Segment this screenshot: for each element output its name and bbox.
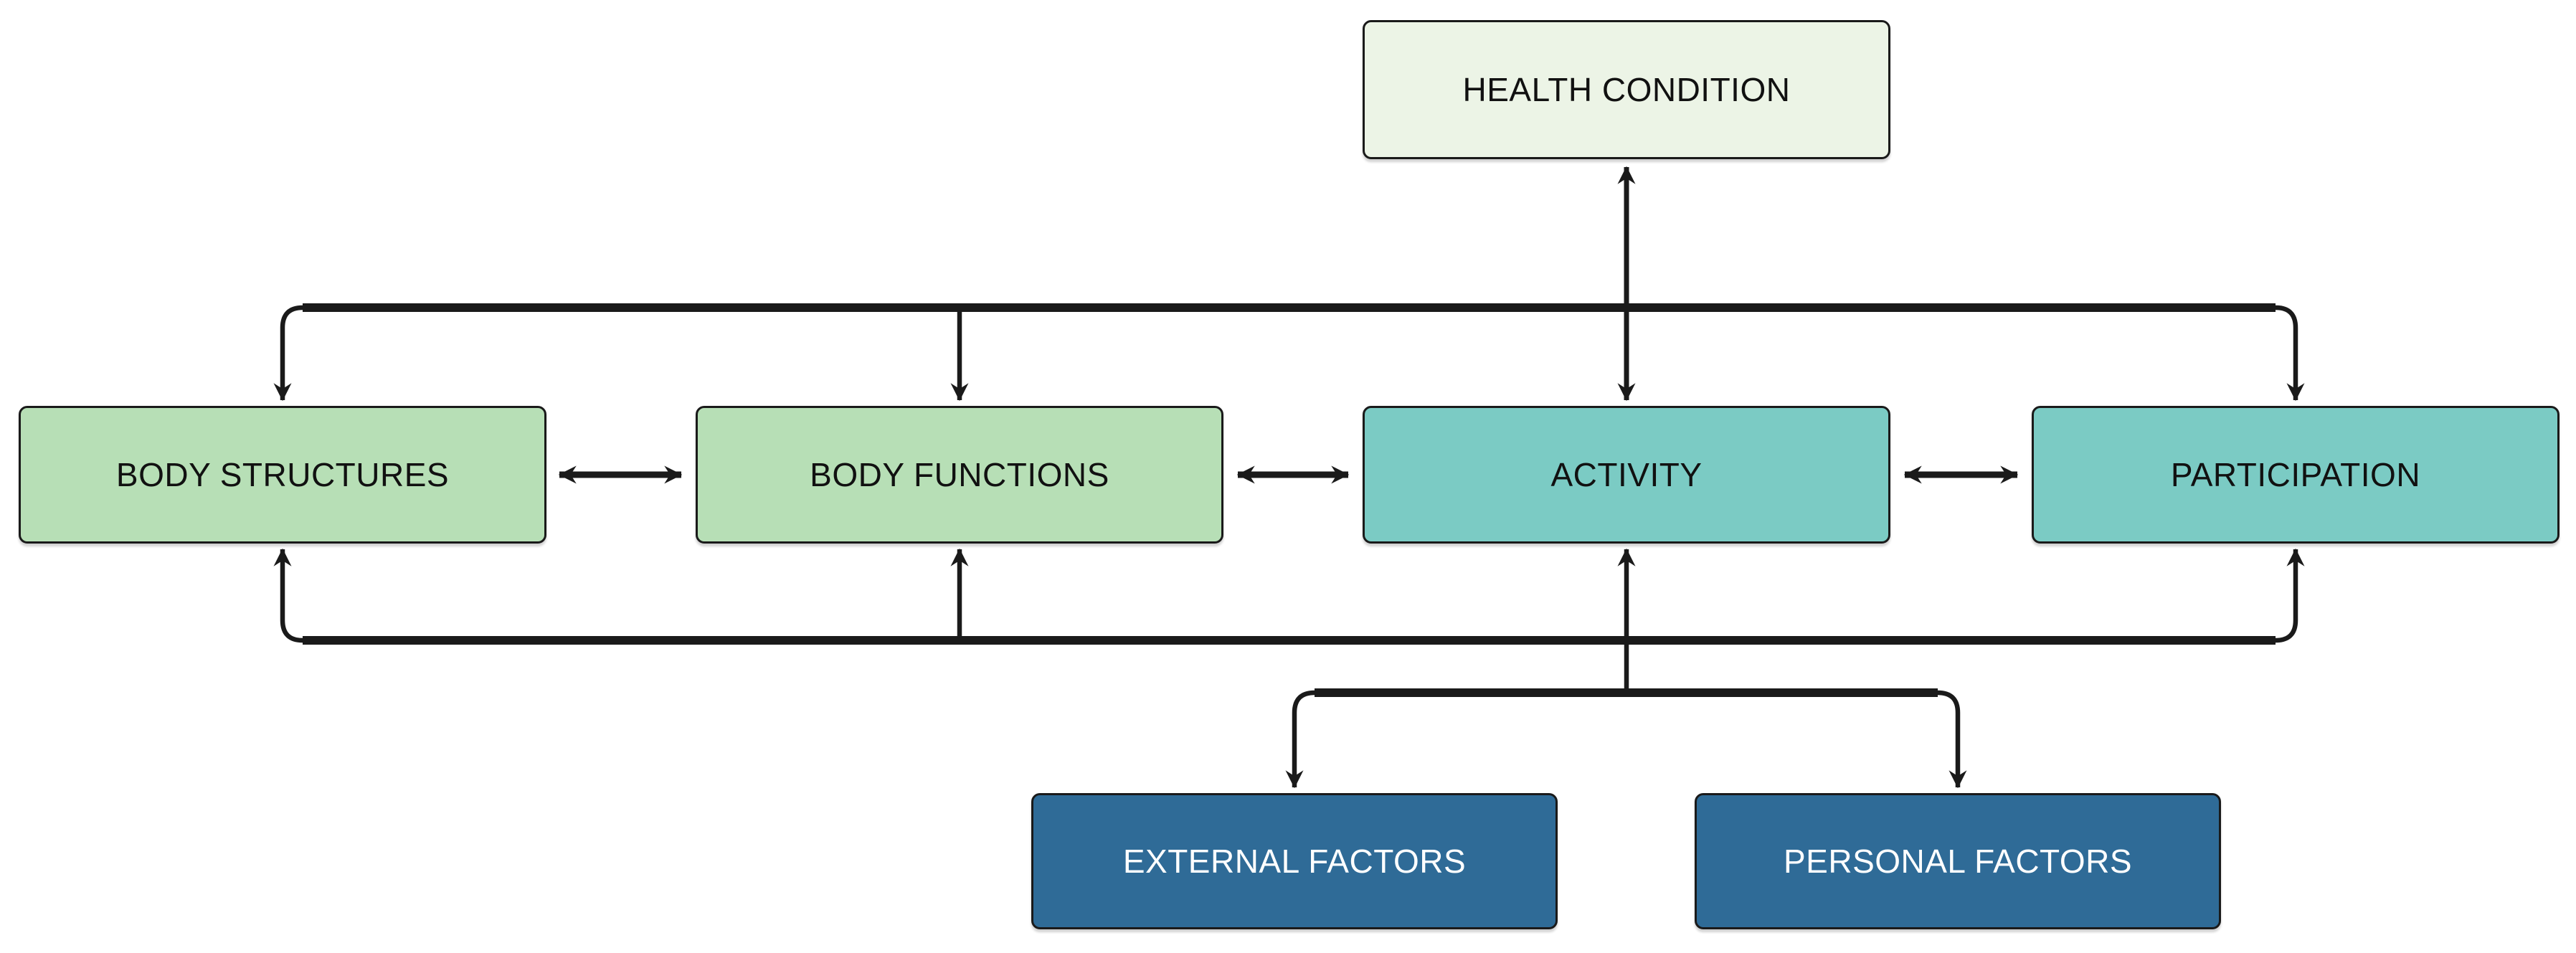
node-body-structures: BODY STRUCTURES bbox=[19, 406, 546, 544]
node-health-condition: HEALTH CONDITION bbox=[1363, 20, 1890, 159]
node-health-condition-label: HEALTH CONDITION bbox=[1462, 71, 1791, 108]
edge-to-personal-factors-arrow bbox=[1937, 690, 1967, 789]
node-activity-label: ACTIVITY bbox=[1550, 456, 1703, 493]
edge-to-external-factors-arrow bbox=[1285, 690, 1315, 789]
node-body-functions: BODY FUNCTIONS bbox=[696, 406, 1223, 544]
node-personal-factors: PERSONAL FACTORS bbox=[1695, 793, 2221, 929]
node-external-factors: EXTERNAL FACTORS bbox=[1031, 793, 1558, 929]
node-activity: ACTIVITY bbox=[1363, 406, 1890, 544]
edge-top-to-body-structures-arrow bbox=[273, 305, 303, 402]
node-participation-label: PARTICIPATION bbox=[2170, 456, 2421, 493]
node-body-functions-label: BODY FUNCTIONS bbox=[810, 456, 1109, 493]
edge-top-to-participation-arrow bbox=[2275, 305, 2305, 402]
edge-bottom-to-participation-arrow bbox=[2275, 548, 2305, 643]
node-external-factors-label: EXTERNAL FACTORS bbox=[1122, 843, 1467, 880]
node-participation: PARTICIPATION bbox=[2032, 406, 2560, 544]
node-personal-factors-label: PERSONAL FACTORS bbox=[1783, 843, 2132, 880]
edge-bottom-to-body-structures-arrow bbox=[273, 548, 303, 643]
node-body-structures-label: BODY STRUCTURES bbox=[115, 456, 450, 493]
